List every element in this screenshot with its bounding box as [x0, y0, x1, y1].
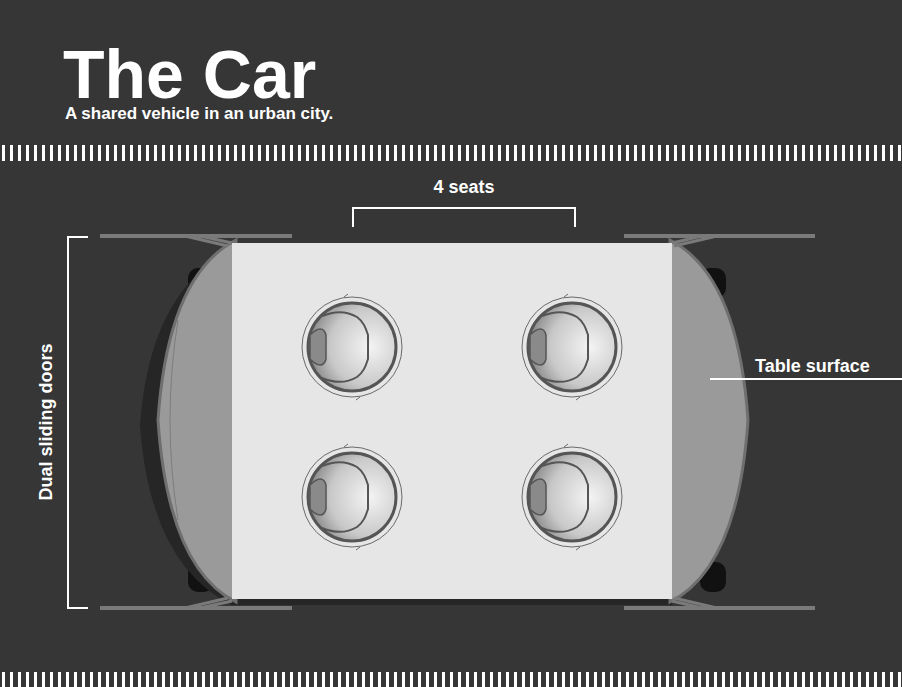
table-label: Table surface	[755, 355, 870, 377]
tick-strip	[0, 145, 902, 161]
seat	[522, 294, 622, 400]
car-body	[232, 243, 672, 599]
subtitle: A shared vehicle in an urban city.	[65, 104, 333, 124]
table-surface-shape	[670, 240, 748, 602]
seats-bracket	[353, 208, 575, 227]
doors-bracket	[68, 237, 88, 608]
seat	[302, 444, 402, 550]
door-struts	[185, 236, 717, 608]
doors-label: Dual sliding doors	[34, 343, 56, 500]
seats-label: 4 seats	[433, 176, 494, 198]
title: The Car	[63, 38, 316, 110]
leader-line	[710, 378, 902, 380]
seat	[522, 444, 622, 550]
bumper-edge	[170, 320, 178, 520]
tick-strip	[0, 672, 902, 687]
front-bumper	[158, 240, 236, 602]
seat	[302, 294, 402, 400]
sliding-door-rails	[100, 236, 815, 608]
